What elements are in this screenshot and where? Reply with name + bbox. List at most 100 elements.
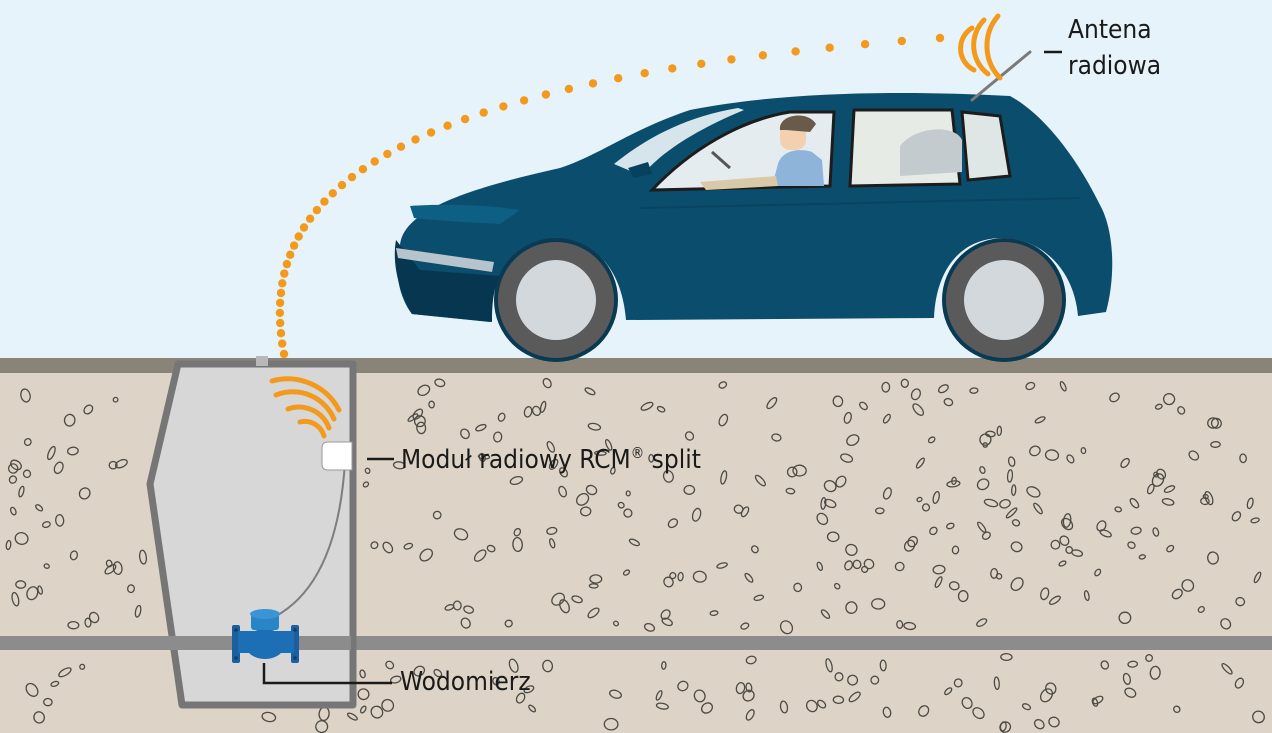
pebble [951,545,960,555]
pebble [985,430,996,438]
pebble [816,699,827,709]
pebble [1005,507,1018,519]
signal-dot [305,214,315,223]
pebble [1021,703,1032,711]
pebble [413,665,426,677]
soil-pebbles [5,377,1265,733]
pebble [744,572,754,583]
pebble [542,377,552,389]
signal-dot [278,339,287,348]
pebble [14,532,29,545]
pebble [792,464,807,477]
pebble [785,487,796,495]
pebble [820,496,827,510]
pebble [1239,453,1247,464]
pebble [417,384,431,397]
meter-leader-line [262,663,392,685]
pebble [412,408,424,420]
pebble [981,531,991,540]
signal-dot [276,318,285,328]
pebble [915,457,925,469]
pebble [548,458,559,470]
pebble [847,674,859,686]
pebble [7,463,19,474]
pebble [403,542,414,550]
pebble [882,706,892,718]
pebble [1129,497,1140,509]
pebble [1011,519,1021,527]
pebble [587,607,600,619]
signal-dot [668,64,677,73]
pebble [513,527,522,537]
pebble [996,425,1003,437]
pebble [896,620,904,629]
pebble [1246,497,1254,510]
antenna-label-line1: Antena [1068,15,1152,45]
pebble [845,543,858,556]
pebble [610,466,616,475]
module-label-suffix: split [644,445,701,475]
signal-dot [758,51,768,60]
pebble [1000,652,1013,662]
connection-cable [267,461,346,621]
pebble [861,565,869,573]
pebble [43,697,53,707]
water-meter-icon [232,609,299,663]
pebble [1202,493,1209,500]
pebble [1124,687,1137,698]
pebble [360,705,367,714]
signal-dot [791,47,800,56]
pebble [921,503,931,512]
pebble [579,506,592,517]
signal-dot [640,69,649,78]
pebble [993,676,1000,691]
module-label: Moduł radiowy RCM® split [401,444,701,475]
pebble [779,700,789,714]
pebble [612,620,620,627]
pebble [934,576,943,588]
pebble [1065,546,1074,554]
pebble [589,574,603,584]
signal-dot [426,128,436,137]
pebble [15,580,27,589]
pebble [9,506,17,516]
pebble [509,475,524,486]
pebble [587,422,602,431]
pebble [844,560,854,571]
pebble [903,621,917,631]
pebble [1149,665,1161,680]
radio-signal-path [275,33,945,359]
pebble [1059,381,1067,392]
pebble [1118,611,1132,625]
pebble [460,428,470,440]
pebble [1207,551,1219,565]
pebble [823,480,837,493]
pebble [754,474,766,487]
pebble [1099,529,1112,538]
pebble [138,549,148,565]
pebble [1197,606,1205,613]
pebble [961,696,973,710]
pebble [683,484,696,495]
signal-dot [697,59,706,68]
signal-dot [614,74,623,83]
pebble [1162,393,1176,406]
pebble [1220,618,1232,630]
pebble [1040,587,1050,601]
pebble [1252,710,1265,724]
module-label-registered: ® [631,444,645,462]
pebble [617,501,625,509]
pebble [916,496,923,503]
pebble [946,480,961,488]
pebble [622,569,631,576]
pebble [23,438,32,446]
pebble [1161,498,1175,506]
pebble [127,584,135,594]
pebble [1210,441,1221,448]
antenna-label-line2: radiowa [1068,51,1161,81]
pebble [364,467,371,474]
signal-dot [519,96,529,105]
pebble [20,388,31,403]
pebble [643,622,656,632]
pebble [523,685,535,694]
